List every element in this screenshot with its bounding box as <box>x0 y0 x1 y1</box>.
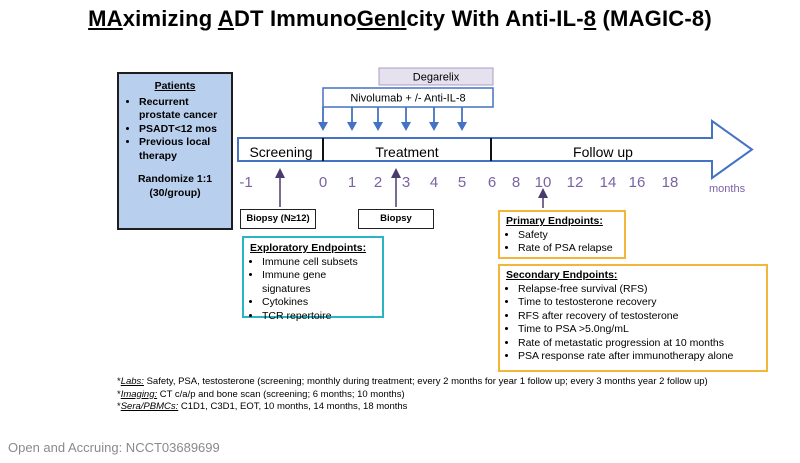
patients-item: Previous local therapy <box>139 136 225 163</box>
secondary-title: Secondary Endpoints: <box>506 269 618 281</box>
primary-pointer <box>538 188 548 208</box>
timeline-arrow <box>237 119 754 180</box>
secondary-item: PSA response rate after immunotherapy al… <box>518 350 760 364</box>
tick-label: 8 <box>512 174 520 191</box>
title-part: MA <box>88 6 123 31</box>
phase-followup: Follow up <box>573 144 633 160</box>
note-text: CT c/a/p and bone scan (screening; 6 mon… <box>157 388 405 400</box>
biopsy-screening-box: Biopsy (N≥12) <box>240 209 316 229</box>
note-labs: *Labs: Safety, PSA, testosterone (screen… <box>117 376 708 387</box>
tick-label: 16 <box>629 174 646 191</box>
secondary-item: Time to testosterone recovery <box>518 296 760 310</box>
patients-item: Recurrent prostate cancer <box>139 96 225 123</box>
tick-label: -1 <box>239 174 252 191</box>
patients-list: Recurrent prostate cancer PSADT<12 mos P… <box>125 96 225 164</box>
dose-arrow-head <box>429 122 439 131</box>
exploratory-item: TCR repertoire <box>262 310 376 324</box>
tick-label: 12 <box>567 174 584 191</box>
title-part: ximizing <box>122 6 218 31</box>
primary-item: Rate of PSA relapse <box>518 242 618 256</box>
secondary-item: Time to PSA >5.0ng/mL <box>518 323 760 337</box>
note-label: Sera/PBMCs: <box>120 401 179 412</box>
nivolumab-label: Nivolumab + /- Anti-IL-8 <box>350 93 465 105</box>
exploratory-item: Immune cell subsets <box>262 256 376 270</box>
phase-screening: Screening <box>249 144 312 160</box>
title-part: Gen <box>356 6 401 31</box>
biopsy1-pointer <box>275 168 285 207</box>
footer-status: Open and Accruing: NCCT03689699 <box>8 440 220 455</box>
footnotes: *Labs: Safety, PSA, testosterone (screen… <box>117 376 797 414</box>
primary-endpoints-box: Primary Endpoints: Safety Rate of PSA re… <box>498 210 626 259</box>
page-title: MAximizing ADT ImmunoGenIcity With Anti-… <box>0 6 800 32</box>
note-text: Safety, PSA, testosterone (screening; mo… <box>143 376 708 387</box>
note-label: Imaging: <box>120 388 158 400</box>
exploratory-title: Exploratory Endpoints: <box>250 242 367 254</box>
degarelix-bar <box>378 67 494 86</box>
tick-label: 2 <box>374 174 382 191</box>
exploratory-endpoints-box: Exploratory Endpoints: Immune cell subse… <box>242 236 384 322</box>
patients-item: PSADT<12 mos <box>139 123 225 137</box>
tick-label: 0 <box>319 174 327 191</box>
dose-arrow-head <box>457 122 467 131</box>
primary-item: Safety <box>518 229 618 243</box>
exploratory-item: Cytokines <box>262 296 376 310</box>
note-sera: *Sera/PBMCs: C1D1, C3D1, EOT, 10 months,… <box>117 401 408 412</box>
group-label: (30/group) <box>149 186 201 199</box>
tick-label: 18 <box>662 174 679 191</box>
tick-label: 6 <box>488 174 496 191</box>
dose-arrow-head <box>401 122 411 131</box>
randomize-label: Randomize 1:1 <box>137 173 213 185</box>
biopsy-treatment-box: Biopsy <box>358 209 434 229</box>
axis-unit: months <box>709 183 746 195</box>
title-part: DT Immuno <box>233 6 357 31</box>
patients-box: Patients Recurrent prostate cancer PSADT… <box>117 72 233 230</box>
secondary-item: Rate of metastatic progression at 10 mon… <box>518 337 760 351</box>
patients-heading: Patients <box>154 80 196 92</box>
secondary-item: RFS after recovery of testosterone <box>518 310 760 324</box>
tick-label: 14 <box>600 174 617 191</box>
tick-label: 10 <box>535 174 552 191</box>
secondary-endpoints-box: Secondary Endpoints: Relapse-free surviv… <box>498 264 768 372</box>
tick-label: 4 <box>430 174 438 191</box>
phase-treatment: Treatment <box>375 144 438 160</box>
dose-arrows <box>318 107 467 131</box>
title-part: A <box>217 6 234 31</box>
note-text: C1D1, C3D1, EOT, 10 months, 14 months, 1… <box>178 401 408 412</box>
degarelix-label: Degarelix <box>413 72 460 84</box>
note-imaging: *Imaging: CT c/a/p and bone scan (screen… <box>117 388 405 400</box>
title-part: (MAGIC-8) <box>596 6 712 31</box>
title-part: 8 <box>583 6 597 31</box>
dose-arrow-head <box>347 122 357 131</box>
nivolumab-bracket <box>322 87 494 108</box>
tick-label: 1 <box>348 174 356 191</box>
title-part: city With Anti-IL- <box>406 6 584 31</box>
note-label: Labs: <box>120 376 144 387</box>
title-part: I <box>400 6 407 31</box>
primary-title: Primary Endpoints: <box>506 215 603 227</box>
biopsy2-pointer <box>391 168 401 207</box>
tick-label: 5 <box>458 174 466 191</box>
dose-arrow-head <box>373 122 383 131</box>
exploratory-item: Immune gene signatures <box>262 269 376 296</box>
tick-label: 3 <box>402 174 410 191</box>
secondary-item: Relapse-free survival (RFS) <box>518 283 760 297</box>
dose-arrow-head <box>318 122 328 131</box>
